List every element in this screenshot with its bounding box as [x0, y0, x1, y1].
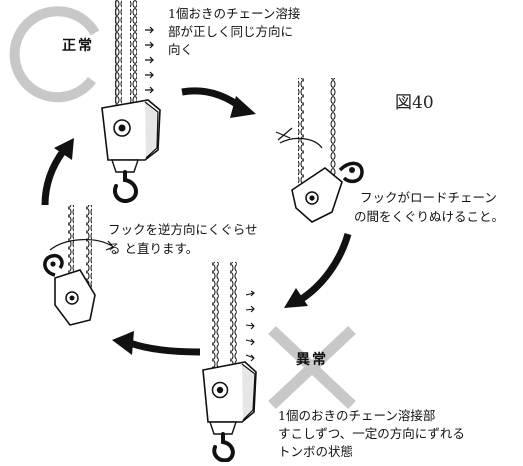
abnormal-badge: 異常: [296, 352, 328, 368]
small-arrows-abnormal: [245, 290, 255, 362]
abnormal-note-line-3: トンボの状態: [278, 444, 354, 459]
cycle-arrow-icon: [181, 87, 256, 118]
cycle-arrow-icon: [284, 232, 352, 308]
cycle-arrow-icon: [41, 138, 74, 206]
normal-note-line-2: 部が正しく同じ方向に: [168, 24, 294, 39]
cycle-arrow-icon: [112, 331, 201, 356]
chain-hoist-pass-through: [275, 78, 364, 223]
normal-note-line-3: 向く: [168, 42, 194, 57]
figure-label: 図40: [395, 93, 434, 113]
circle-normal-icon: [9, 6, 100, 103]
normal-note-line-1: 1個おきのチェーン溶接: [168, 6, 301, 21]
hook-icon: [43, 253, 64, 277]
hook-icon: [338, 161, 364, 184]
load-chain-left: [115, 0, 122, 110]
pass-through-line-2: の間をくぐりぬけること。: [354, 209, 505, 224]
fix-note-line-1: フックを逆方向にくぐらせ: [108, 222, 258, 237]
small-arrows-normal: [145, 26, 154, 94]
chain-hoist-fix: [43, 205, 114, 326]
abnormal-note-line-2: すこしずつ、一定の方向にずれる: [278, 426, 465, 441]
abnormal-note-line-1: 1個のおきのチェーン溶接部: [278, 408, 436, 423]
chain-hoist-abnormal: [202, 262, 257, 463]
load-chain-right: [130, 0, 137, 110]
hook-icon: [212, 432, 235, 463]
chain-hoist-normal: [101, 0, 161, 203]
cross-abnormal-icon: [268, 325, 356, 410]
fix-note-line-2: る と直ります。: [108, 241, 199, 256]
hook-icon: [113, 170, 138, 203]
normal-badge: 正常: [62, 38, 94, 54]
pass-through-line-1: フックがロードチェーン: [360, 190, 497, 205]
